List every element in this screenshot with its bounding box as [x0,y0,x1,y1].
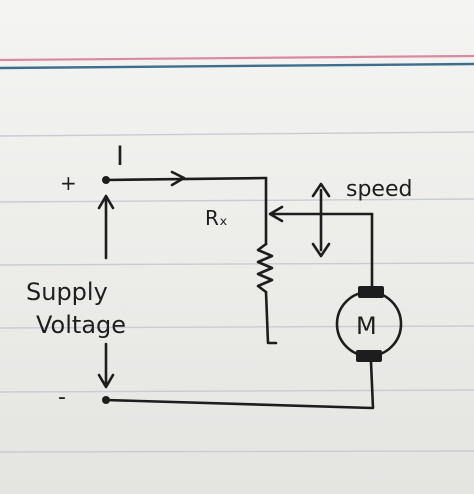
resistor-label: Rₓ [205,206,228,230]
resistor-icon [256,242,274,294]
motor-label: M [356,312,377,340]
top-wire [104,176,268,182]
motor-brush-bottom [356,350,382,362]
speed-arrow-up-icon [311,182,331,198]
speed-label: speed [346,177,412,202]
supply-label-line1: Supply [26,278,108,306]
supply-label-line2: Voltage [36,311,126,339]
down-arrow-icon [97,373,115,389]
blue-margin-line [0,62,474,70]
minus-label: - [58,385,66,410]
ruled-line [0,450,474,453]
current-label: I [116,141,124,172]
plus-label: + [60,171,77,195]
ruled-line [0,262,474,266]
ruled-line [0,198,474,203]
motor-return-wire [369,360,375,410]
up-arrow-icon [97,194,115,210]
resistor-lead-bottom [264,290,278,345]
ruled-lines [0,54,474,453]
speed-arrow-down-icon [311,242,331,258]
current-arrow-icon [170,170,186,187]
wiper-arrow-icon [268,205,284,223]
ruled-line [0,325,474,329]
pink-margin-line [0,54,474,62]
ruled-line [0,131,474,137]
ruled-line [0,389,474,393]
bottom-wire [104,398,374,410]
